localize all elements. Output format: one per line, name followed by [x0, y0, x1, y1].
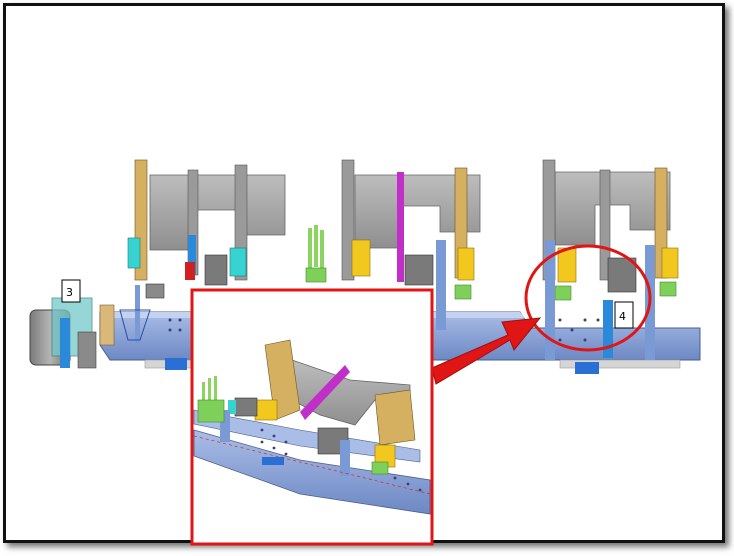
station-3-gantry — [542, 159, 679, 360]
station-2-gantry — [341, 159, 481, 330]
callout-label-4: 4 — [619, 310, 626, 323]
left-motor-unit — [29, 279, 115, 369]
inset-detail-view — [190, 288, 434, 546]
green-sensor-cluster — [305, 225, 327, 283]
station-1-gantry — [119, 159, 286, 345]
callout-label-3: 3 — [66, 286, 73, 299]
highlight-circle-icon — [524, 244, 652, 352]
red-arrow-icon — [431, 317, 542, 385]
